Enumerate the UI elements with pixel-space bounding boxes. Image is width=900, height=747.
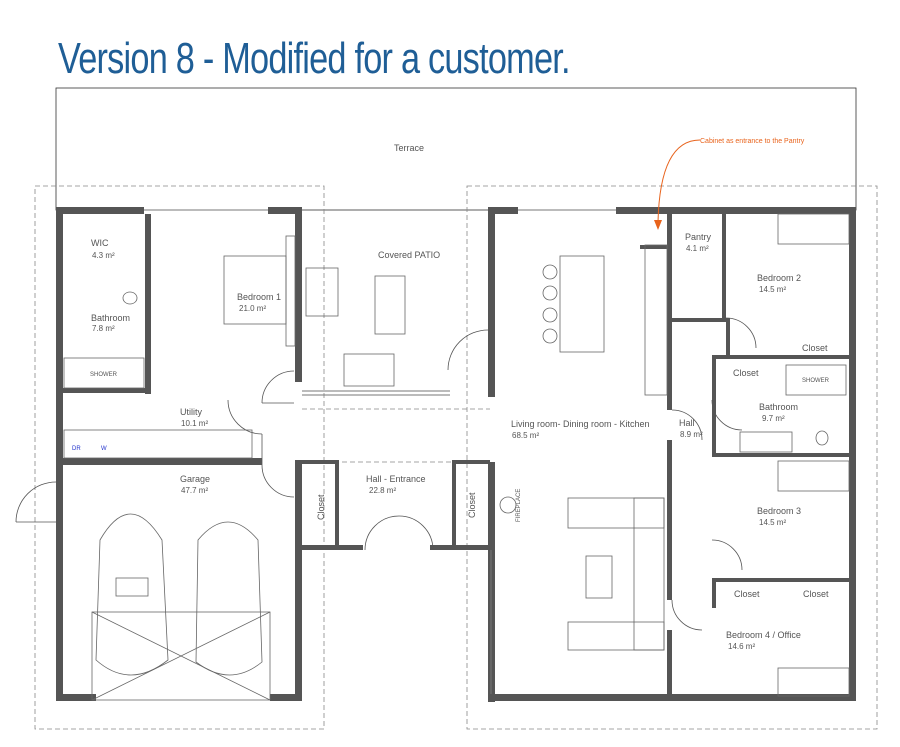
- living-area: 68.5 m²: [512, 431, 539, 440]
- closet-b4a-label: Closet: [734, 589, 760, 599]
- closet-b4b-label: Closet: [803, 589, 829, 599]
- closet-left-label: Closet: [316, 494, 326, 520]
- closet-bath2-label: Closet: [733, 368, 759, 378]
- walls-central: [335, 460, 490, 550]
- bedroom3-area: 14.5 m²: [759, 518, 786, 527]
- glazing: [144, 209, 616, 694]
- shower2-label: SHOWER: [802, 378, 830, 384]
- annotation-text: Cabinet as entrance to the Pantry: [700, 138, 805, 145]
- patio-label: Covered PATIO: [378, 250, 440, 260]
- bathroom2-label: Bathroom: [759, 402, 798, 412]
- hall-entrance-label: Hall - Entrance: [366, 474, 426, 484]
- bedroom4-label: Bedroom 4 / Office: [726, 630, 801, 640]
- bedroom4-area: 14.6 m²: [728, 642, 755, 651]
- wic-label: WIC: [91, 238, 109, 248]
- plan-title: Version 8 - Modified for a customer.: [58, 34, 571, 83]
- utility-area: 10.1 m²: [181, 419, 208, 428]
- utility-label: Utility: [180, 407, 202, 417]
- bedroom2-label: Bedroom 2: [757, 273, 801, 283]
- walls-right-wing: [488, 207, 856, 702]
- washer-label: W: [101, 446, 107, 452]
- hall-label: Hall: [679, 418, 695, 428]
- terrace-label: Terrace: [394, 143, 424, 153]
- garage-label: Garage: [180, 474, 210, 484]
- bathroom1-area: 7.8 m²: [92, 324, 115, 333]
- dryer-label: DR: [72, 446, 81, 452]
- pantry-label: Pantry: [685, 232, 712, 242]
- hall-entrance-area: 22.8 m²: [369, 486, 396, 495]
- living-label: Living room- Dining room - Kitchen: [511, 419, 650, 429]
- garage-area: 47.7 m²: [181, 486, 208, 495]
- fireplace-label: FIREPLACE: [516, 489, 522, 522]
- bedroom3-label: Bedroom 3: [757, 506, 801, 516]
- bedroom2-area: 14.5 m²: [759, 285, 786, 294]
- bathroom1-label: Bathroom: [91, 313, 130, 323]
- bedroom1-label: Bedroom 1: [237, 292, 281, 302]
- bathroom2-area: 9.7 m²: [762, 414, 785, 423]
- hall-area: 8.9 m²: [680, 430, 703, 439]
- wic-area: 4.3 m²: [92, 251, 115, 260]
- pantry-area: 4.1 m²: [686, 244, 709, 253]
- doors: [15, 317, 757, 631]
- terrace-outline: [55, 87, 857, 211]
- garage-cars: [91, 513, 271, 701]
- shower1-label: SHOWER: [90, 372, 118, 378]
- bedroom1-area: 21.0 m²: [239, 304, 266, 313]
- furniture: [63, 213, 850, 697]
- annotation-arrow: [654, 139, 701, 230]
- closet-b2-label: Closet: [802, 343, 828, 353]
- walls-left-wing: [56, 207, 363, 701]
- closet-right-label: Closet: [467, 492, 477, 518]
